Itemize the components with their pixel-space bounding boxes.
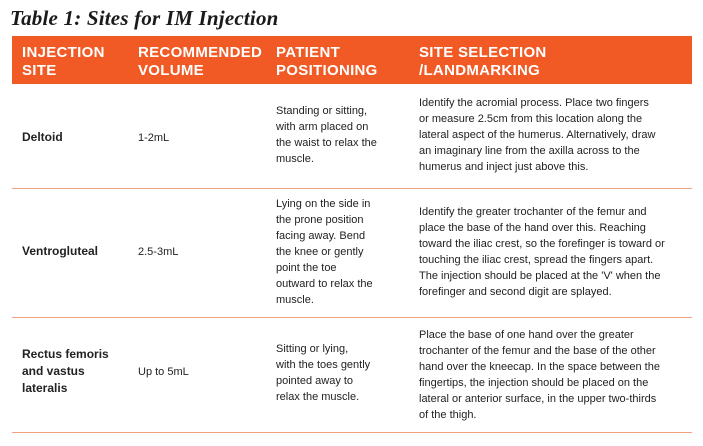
- positioning: Sitting or lying, with the toes gently p…: [276, 341, 406, 405]
- text-line: hand over the kneecap. In the space betw…: [419, 361, 660, 373]
- header-line: INJECTION: [22, 44, 105, 61]
- text-line: Place the base of one hand over the grea…: [419, 329, 634, 341]
- text-line: pointed away to: [276, 375, 354, 387]
- text-line: an imaginary line from the axilla across…: [419, 145, 640, 157]
- table-header: INJECTION SITE RECOMMENDED VOLUME PATIEN…: [12, 36, 692, 84]
- site-line: Deltoid: [22, 130, 63, 144]
- text-line: muscle.: [276, 294, 314, 306]
- header-line: POSITIONING: [276, 62, 378, 79]
- text-line: Lying on the side in: [276, 198, 371, 210]
- volume: 2.5-3mL: [138, 246, 179, 258]
- text-line: Identify the greater trochanter of the f…: [419, 206, 647, 218]
- table-row-deltoid: Deltoid 1-2mL Standing or sitting, with …: [12, 84, 692, 189]
- text-line: fingertips, the injection should be plac…: [419, 377, 649, 389]
- table-row-ventrogluteal: Ventrogluteal 2.5-3mL Lying on the side …: [12, 189, 692, 318]
- text-line: lateral or anterior surface, in the uppe…: [419, 393, 657, 405]
- site-line: Rectus femoris: [22, 347, 109, 361]
- text-line: humerus and inject just above this.: [419, 161, 589, 173]
- site-line: and vastus: [22, 364, 85, 378]
- header-line: /LANDMARKING: [419, 62, 541, 79]
- header-patient-positioning: PATIENT POSITIONING: [276, 44, 378, 80]
- header-line: SITE: [22, 62, 57, 79]
- text-line: place the base of the hand over this. Re…: [419, 222, 646, 234]
- text-line: point the toe: [276, 262, 337, 274]
- text-line: The injection should be placed at the 'V…: [419, 270, 661, 282]
- header-site-selection: SITE SELECTION /LANDMARKING: [419, 44, 547, 80]
- text-line: Identify the acromial process. Place two…: [419, 97, 649, 109]
- text-line: outward to relax the: [276, 278, 373, 290]
- site-name: Deltoid: [22, 129, 63, 146]
- header-line: PATIENT: [276, 44, 341, 61]
- text-line: or measure 2.5cm from this location alon…: [419, 113, 643, 125]
- header-injection-site: INJECTION SITE: [22, 44, 105, 80]
- text-line: touching the iliac crest, spread the fin…: [419, 254, 654, 266]
- text-line: of the thigh.: [419, 409, 477, 421]
- positioning: Lying on the side in the prone position …: [276, 196, 406, 308]
- text-line: forefinger and second digit are splayed.: [419, 286, 612, 298]
- injection-sites-table: INJECTION SITE RECOMMENDED VOLUME PATIEN…: [12, 36, 692, 433]
- text-line: the prone position: [276, 214, 364, 226]
- text-line: with the toes gently: [276, 359, 371, 371]
- header-recommended-volume: RECOMMENDED VOLUME: [138, 44, 262, 80]
- volume: Up to 5mL: [138, 366, 189, 378]
- text-line: facing away. Bend: [276, 230, 366, 242]
- header-line: RECOMMENDED: [138, 44, 263, 61]
- table-row-rectus-femoris: Rectus femoris and vastus lateralis Up t…: [12, 318, 692, 433]
- volume: 1-2mL: [138, 132, 170, 144]
- positioning: Standing or sitting, with arm placed on …: [276, 103, 406, 167]
- text-line: relax the muscle.: [276, 391, 360, 403]
- site-line: Ventrogluteal: [22, 244, 99, 258]
- text-line: with arm placed on: [276, 121, 369, 133]
- site-line: lateralis: [22, 381, 68, 395]
- text-line: Sitting or lying,: [276, 343, 349, 355]
- landmarking: Identify the greater trochanter of the f…: [419, 204, 691, 300]
- landmarking: Identify the acromial process. Place two…: [419, 95, 691, 175]
- site-name: Rectus femoris and vastus lateralis: [22, 346, 109, 397]
- text-line: the knee or gently: [276, 246, 364, 258]
- header-line: SITE SELECTION: [419, 44, 547, 61]
- text-line: trochanter of the femur and the base of …: [419, 345, 656, 357]
- header-line: VOLUME: [138, 62, 204, 79]
- text-line: the waist to relax the: [276, 137, 377, 149]
- landmarking: Place the base of one hand over the grea…: [419, 327, 691, 423]
- text-line: muscle.: [276, 153, 314, 165]
- text-line: Standing or sitting,: [276, 105, 368, 117]
- table-title: Table 1: Sites for IM Injection: [10, 6, 279, 30]
- text-line: lateral aspect of the humerus. Alternati…: [419, 129, 656, 141]
- text-line: toward the iliac crest, so the forefinge…: [419, 238, 665, 250]
- site-name: Ventrogluteal: [22, 243, 98, 260]
